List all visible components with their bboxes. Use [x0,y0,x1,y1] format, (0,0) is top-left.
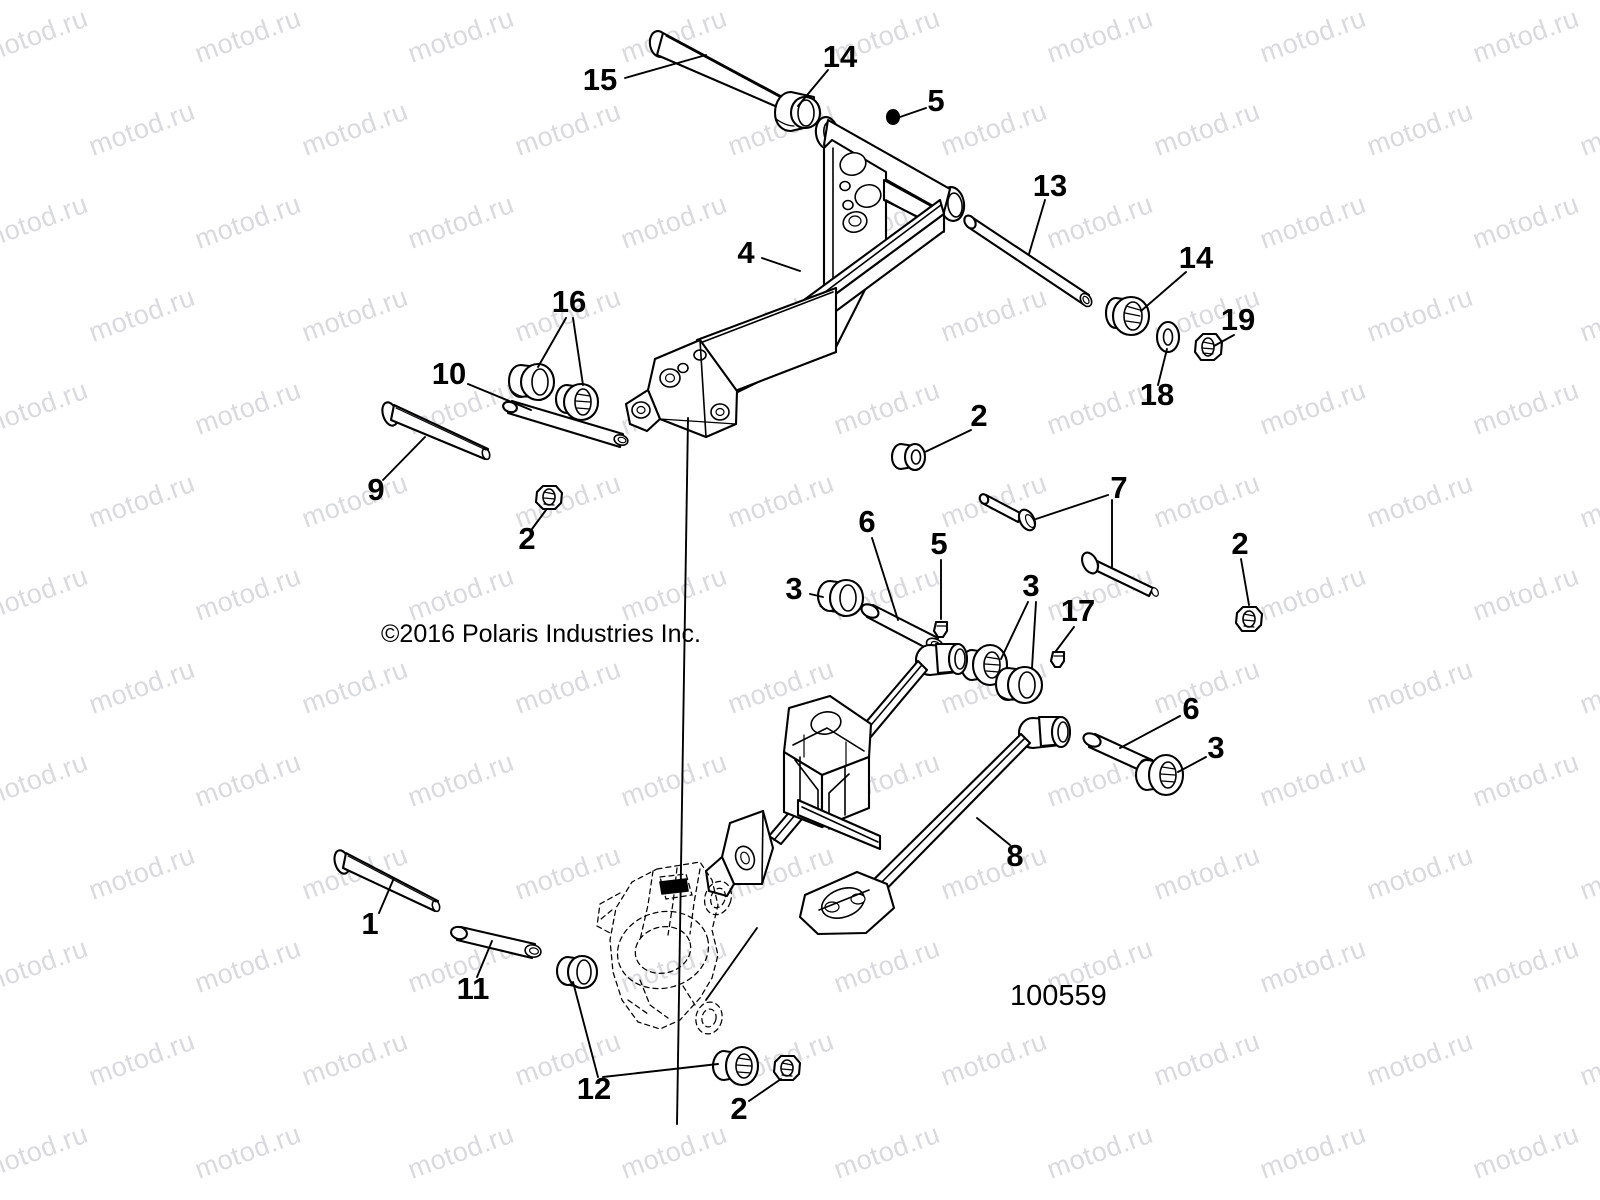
callout-3-bushing-pair-lower-mid: 3 [1022,568,1039,603]
callout-14-bushing-sleeve-upper-left: 14 [823,39,858,74]
callout-5-grease-fitting-upper: 5 [927,83,944,118]
part-5-grease-fitting-upper [885,108,901,126]
callout-1-bolt-lower-left: 1 [361,906,378,941]
leader-12b [602,1063,719,1078]
callout-8-lower-control-arm: 8 [1006,838,1023,873]
callout-19-lock-nut: 19 [1221,302,1255,337]
part-14-bushing-left [773,90,822,133]
leader-8 [976,817,1011,846]
callout-14-bushing-sleeve-upper-right: 14 [1179,240,1214,275]
assembly-axis-vertical [676,417,689,1125]
callout-2-flange-nut-right: 2 [1231,526,1248,561]
part-12-bushing-b [711,1045,760,1087]
leader-14a [797,69,829,107]
part-14-bushing-right [1104,295,1151,337]
part-2-flange-nut-b [890,442,927,472]
part-16-bushing-a [507,362,556,402]
leader-7a [1035,494,1109,520]
part-7-bolt-a [978,493,1037,532]
leader-14b [1140,271,1187,312]
callout-2-flange-nut-mid: 2 [970,398,987,433]
steering-knuckle-phantom [596,861,733,1035]
leader-2d [748,1078,782,1102]
leader-19 [1213,334,1235,347]
leader-3a [809,593,824,598]
part-10-spacer-tube [502,399,629,449]
leader-6a [871,537,899,621]
diagram-number: 100559 [1010,980,1107,1012]
leader-10 [467,383,532,411]
callout-13-pivot-tube-upper: 13 [1033,168,1067,203]
part-12-bushing-a [555,954,599,990]
leader-4 [761,257,801,272]
callout-11-spacer-tube-lower-left-2: 11 [457,971,490,1006]
part-8-lower-control-arm [704,642,1072,936]
callout-3-bushing-lower-left: 3 [785,571,802,606]
leader-1 [378,877,395,914]
leader-3b [1000,601,1029,660]
callout-12-bushing-pair-knuckle: 12 [577,1071,611,1106]
leader-2c [1240,558,1250,606]
part-1-bolt [333,849,441,913]
leader-16b [572,317,584,386]
leader-2a [531,509,547,530]
callout-2-flange-nut-bottom: 2 [730,1091,747,1126]
part-3-bushing-c [994,665,1044,705]
copyright-notice: ©2016 Polaris Industries Inc. [381,620,701,648]
leader-15 [624,54,707,79]
part-4-upper-control-arm [624,116,966,439]
callout-7-bolt-pair-lower: 7 [1110,470,1127,505]
part-18-washer [1155,320,1181,354]
part-3-bushing-a [816,578,865,618]
part-2-flange-nut-c [1234,605,1264,633]
callout-5-grease-fitting-lower-left: 5 [930,526,947,561]
leader-lines [378,54,1250,1125]
leader-9 [382,436,426,481]
leader-6b [1119,715,1181,749]
leader-3c [1031,601,1037,669]
part-17-grease-fitting [1049,650,1066,669]
leader-3d [1177,756,1207,773]
callout-6-spacer-tube-lower-right: 6 [1182,691,1199,726]
callout-4-upper-control-arm: 4 [737,235,755,270]
part-9-bolt [381,401,491,461]
part-15-bolt [648,30,790,111]
callout-17-grease-fitting-lower-right: 17 [1061,593,1095,628]
leader-17 [1055,626,1075,652]
leader-13 [1028,199,1046,255]
callout-9-bolt-upper-left: 9 [367,472,384,507]
part-11-spacer-tube [450,925,542,960]
callout-2-flange-nut-upper-left: 2 [518,521,535,556]
callout-10-spacer-tube-upper: 10 [432,356,466,391]
leader-16a [537,317,567,368]
part-5-grease-fitting-lower [932,620,949,639]
callout-6-spacer-tube-lower-left: 6 [858,504,875,539]
callout-16-bushing-pair-upper: 16 [552,284,586,319]
leader-18 [1157,348,1168,386]
part-2-flange-nut-a [534,484,564,511]
leader-knuckle-assembly [705,927,758,1001]
part-19-lock-nut [1193,332,1224,362]
callout-18-flat-washer: 18 [1140,377,1174,412]
callout-15-long-bolt-upper: 15 [583,62,617,97]
part-16-bushing-b [554,382,600,422]
part-2-flange-nut-d [772,1054,802,1082]
callout-3-bushing-lower-right: 3 [1207,730,1224,765]
part-7-bolt-b [1081,551,1159,598]
leader-12a [572,981,599,1078]
leader-5a [899,107,927,118]
part-13-pivot-tube [963,214,1093,308]
leader-2b [924,429,972,453]
part-3-bushing-d [1134,753,1185,797]
leader-11 [476,940,493,978]
